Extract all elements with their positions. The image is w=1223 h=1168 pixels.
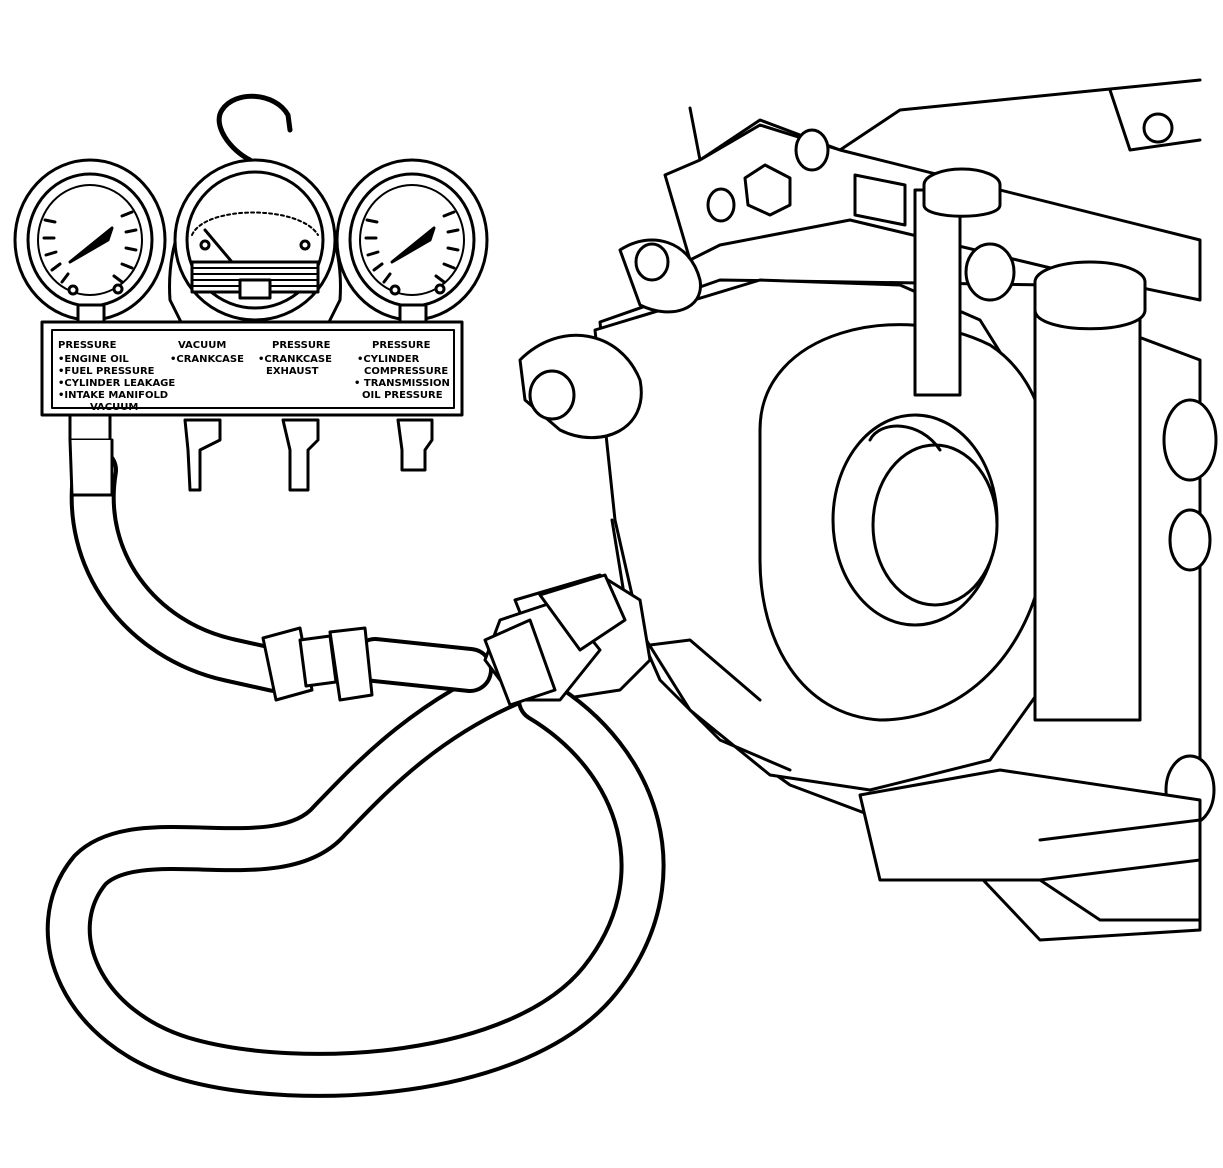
header-pressure-left: PRESSURE — [58, 340, 117, 351]
header-pressure-right: PRESSURE — [372, 340, 431, 351]
hook-icon — [216, 93, 293, 178]
label-crankcase-vacuum: •CRANKCASE — [170, 354, 244, 365]
label-oil-pressure: OIL PRESSURE — [362, 390, 443, 401]
header-vacuum: VACUUM — [178, 340, 226, 351]
label-transmission: • TRANSMISSION — [354, 378, 450, 389]
label-vacuum: VACUUM — [90, 402, 138, 413]
coupling-fittings — [261, 573, 627, 707]
header-pressure-mid: PRESSURE — [272, 340, 331, 351]
label-cylinder-leakage: •CYLINDER LEAKAGE — [58, 378, 175, 389]
engine-block-icon — [513, 78, 1218, 942]
label-engine-oil: •ENGINE OIL — [58, 354, 129, 365]
label-crankcase-pressure: •CRANKCASE — [258, 354, 332, 365]
label-cylinder: •CYLINDER — [357, 354, 420, 365]
label-exhaust: EXHAUST — [266, 366, 319, 377]
label-fuel-pressure: •FUEL PRESSURE — [58, 366, 155, 377]
label-intake-manifold: •INTAKE MANIFOLD — [58, 390, 168, 401]
label-compressure: COMPRESSURE — [364, 366, 448, 377]
gauge-set — [13, 93, 489, 497]
hose-icon — [45, 447, 666, 1098]
manifold-labels: PRESSURE VACUUM PRESSURE PRESSURE •ENGIN… — [58, 340, 450, 413]
